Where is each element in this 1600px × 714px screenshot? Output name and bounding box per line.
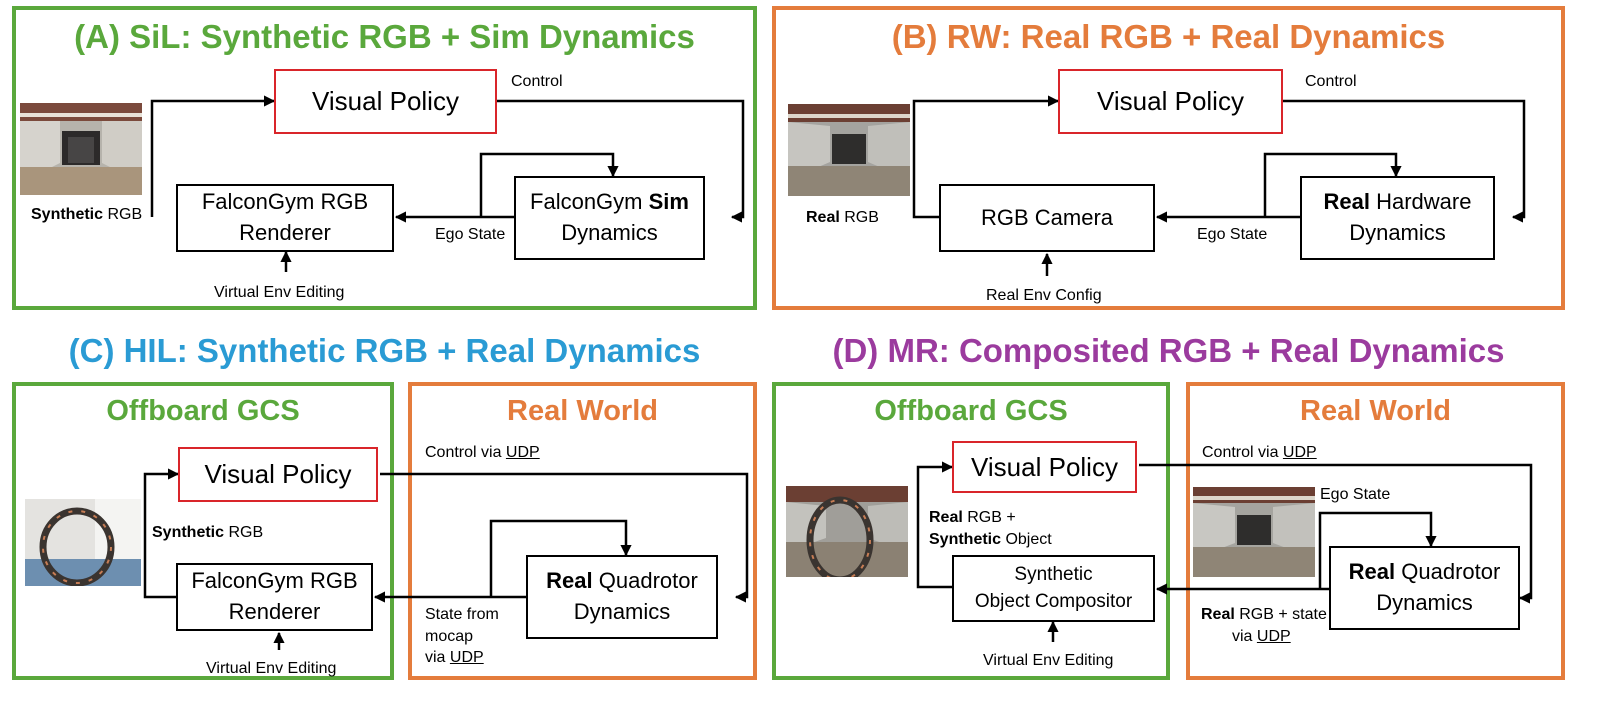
- panel-b-rgb-label: Real RGB: [806, 209, 879, 226]
- panel-d-quadrotor-dynamics: Real Quadrotor Dynamics: [1329, 546, 1520, 630]
- panel-c-rgb-label: Synthetic RGB: [152, 524, 264, 541]
- panel-b-title: (B) RW: Real RGB + Real Dynamics: [891, 18, 1446, 55]
- panel-d-rgb-state-label: Real RGB + state via UDP: [1201, 606, 1327, 645]
- panel-d-offboard-title: Offboard GCS: [874, 395, 1068, 427]
- arrow-icon: [497, 99, 745, 223]
- panel-a-visual-policy: Visual Policy: [274, 69, 497, 134]
- panel-a-title: (A) SiL: Synthetic RGB + Sim Dynamics: [74, 18, 695, 55]
- arrow-icon: [150, 95, 276, 217]
- panel-d-realworld-title: Real World: [1300, 395, 1451, 427]
- panel-c-realworld-frame: [408, 382, 757, 680]
- panel-a-sim-dynamics: FalconGym Sim Dynamics: [514, 176, 705, 260]
- panel-c-control-label: Control via UDP: [425, 444, 540, 461]
- arrow-icon: [479, 152, 619, 217]
- panel-b-frame: [772, 6, 1565, 310]
- panel-c-offboard-title: Offboard GCS: [106, 395, 300, 427]
- panel-d-editing-label: Virtual Env Editing: [983, 652, 1114, 669]
- panel-d-rgb-label: Real RGB + Synthetic Object: [929, 509, 1052, 548]
- panel-b-ego-state-label: Ego State: [1197, 226, 1268, 243]
- panel-c-realworld-title: Real World: [507, 395, 658, 427]
- arrow-icon: [1283, 99, 1526, 223]
- arrow-icon: [1318, 511, 1437, 589]
- stadium-photo: [20, 103, 142, 195]
- panel-a-frame: [12, 6, 757, 310]
- arrow-icon: [489, 519, 632, 597]
- panel-c-state-label: State from mocap via UDP: [425, 606, 499, 667]
- arrow-icon: [1263, 152, 1402, 217]
- panel-b-control-label: Control: [1305, 73, 1357, 90]
- panel-c-title: (C) HIL: Synthetic RGB + Real Dynamics: [68, 332, 701, 369]
- panel-d-control-label: Control via UDP: [1202, 444, 1317, 461]
- arrow-icon: [916, 461, 954, 589]
- panel-a-ego-state-label: Ego State: [435, 226, 506, 243]
- panel-d-realworld-frame: [1186, 382, 1565, 680]
- panel-b-rgb-camera: RGB Camera: [939, 184, 1155, 252]
- stadium-photo: [788, 104, 910, 196]
- panel-b-visual-policy: Visual Policy: [1058, 69, 1283, 134]
- panel-a-control-label: Control: [511, 73, 563, 90]
- gate-photo: [786, 486, 908, 577]
- panel-c-offboard-frame: [12, 382, 394, 680]
- panel-a-rgb-label: Synthetic RGB: [31, 206, 143, 223]
- gate-photo: [25, 499, 141, 586]
- panel-b-config-label: Real Env Config: [986, 287, 1102, 304]
- arrow-icon: [912, 95, 1060, 219]
- panel-c-visual-policy: Visual Policy: [178, 447, 378, 502]
- arrow-icon: [1139, 463, 1533, 604]
- panel-d-offboard-frame: [772, 382, 1170, 680]
- arrow-icon: [380, 472, 749, 603]
- panel-d-ego-state-label: Ego State: [1320, 486, 1391, 503]
- panel-d-title: (D) MR: Composited RGB + Real Dynamics: [832, 332, 1505, 369]
- stadium-photo: [1193, 487, 1315, 577]
- panel-c-editing-label: Virtual Env Editing: [206, 660, 337, 677]
- panel-b-hardware-dynamics: Real Hardware Dynamics: [1300, 176, 1495, 260]
- arrow-icon: [143, 468, 180, 599]
- panel-a-editing-label: Virtual Env Editing: [214, 284, 345, 301]
- panel-c-quadrotor-dynamics: Real Quadrotor Dynamics: [526, 555, 718, 639]
- panel-d-visual-policy: Visual Policy: [952, 441, 1137, 493]
